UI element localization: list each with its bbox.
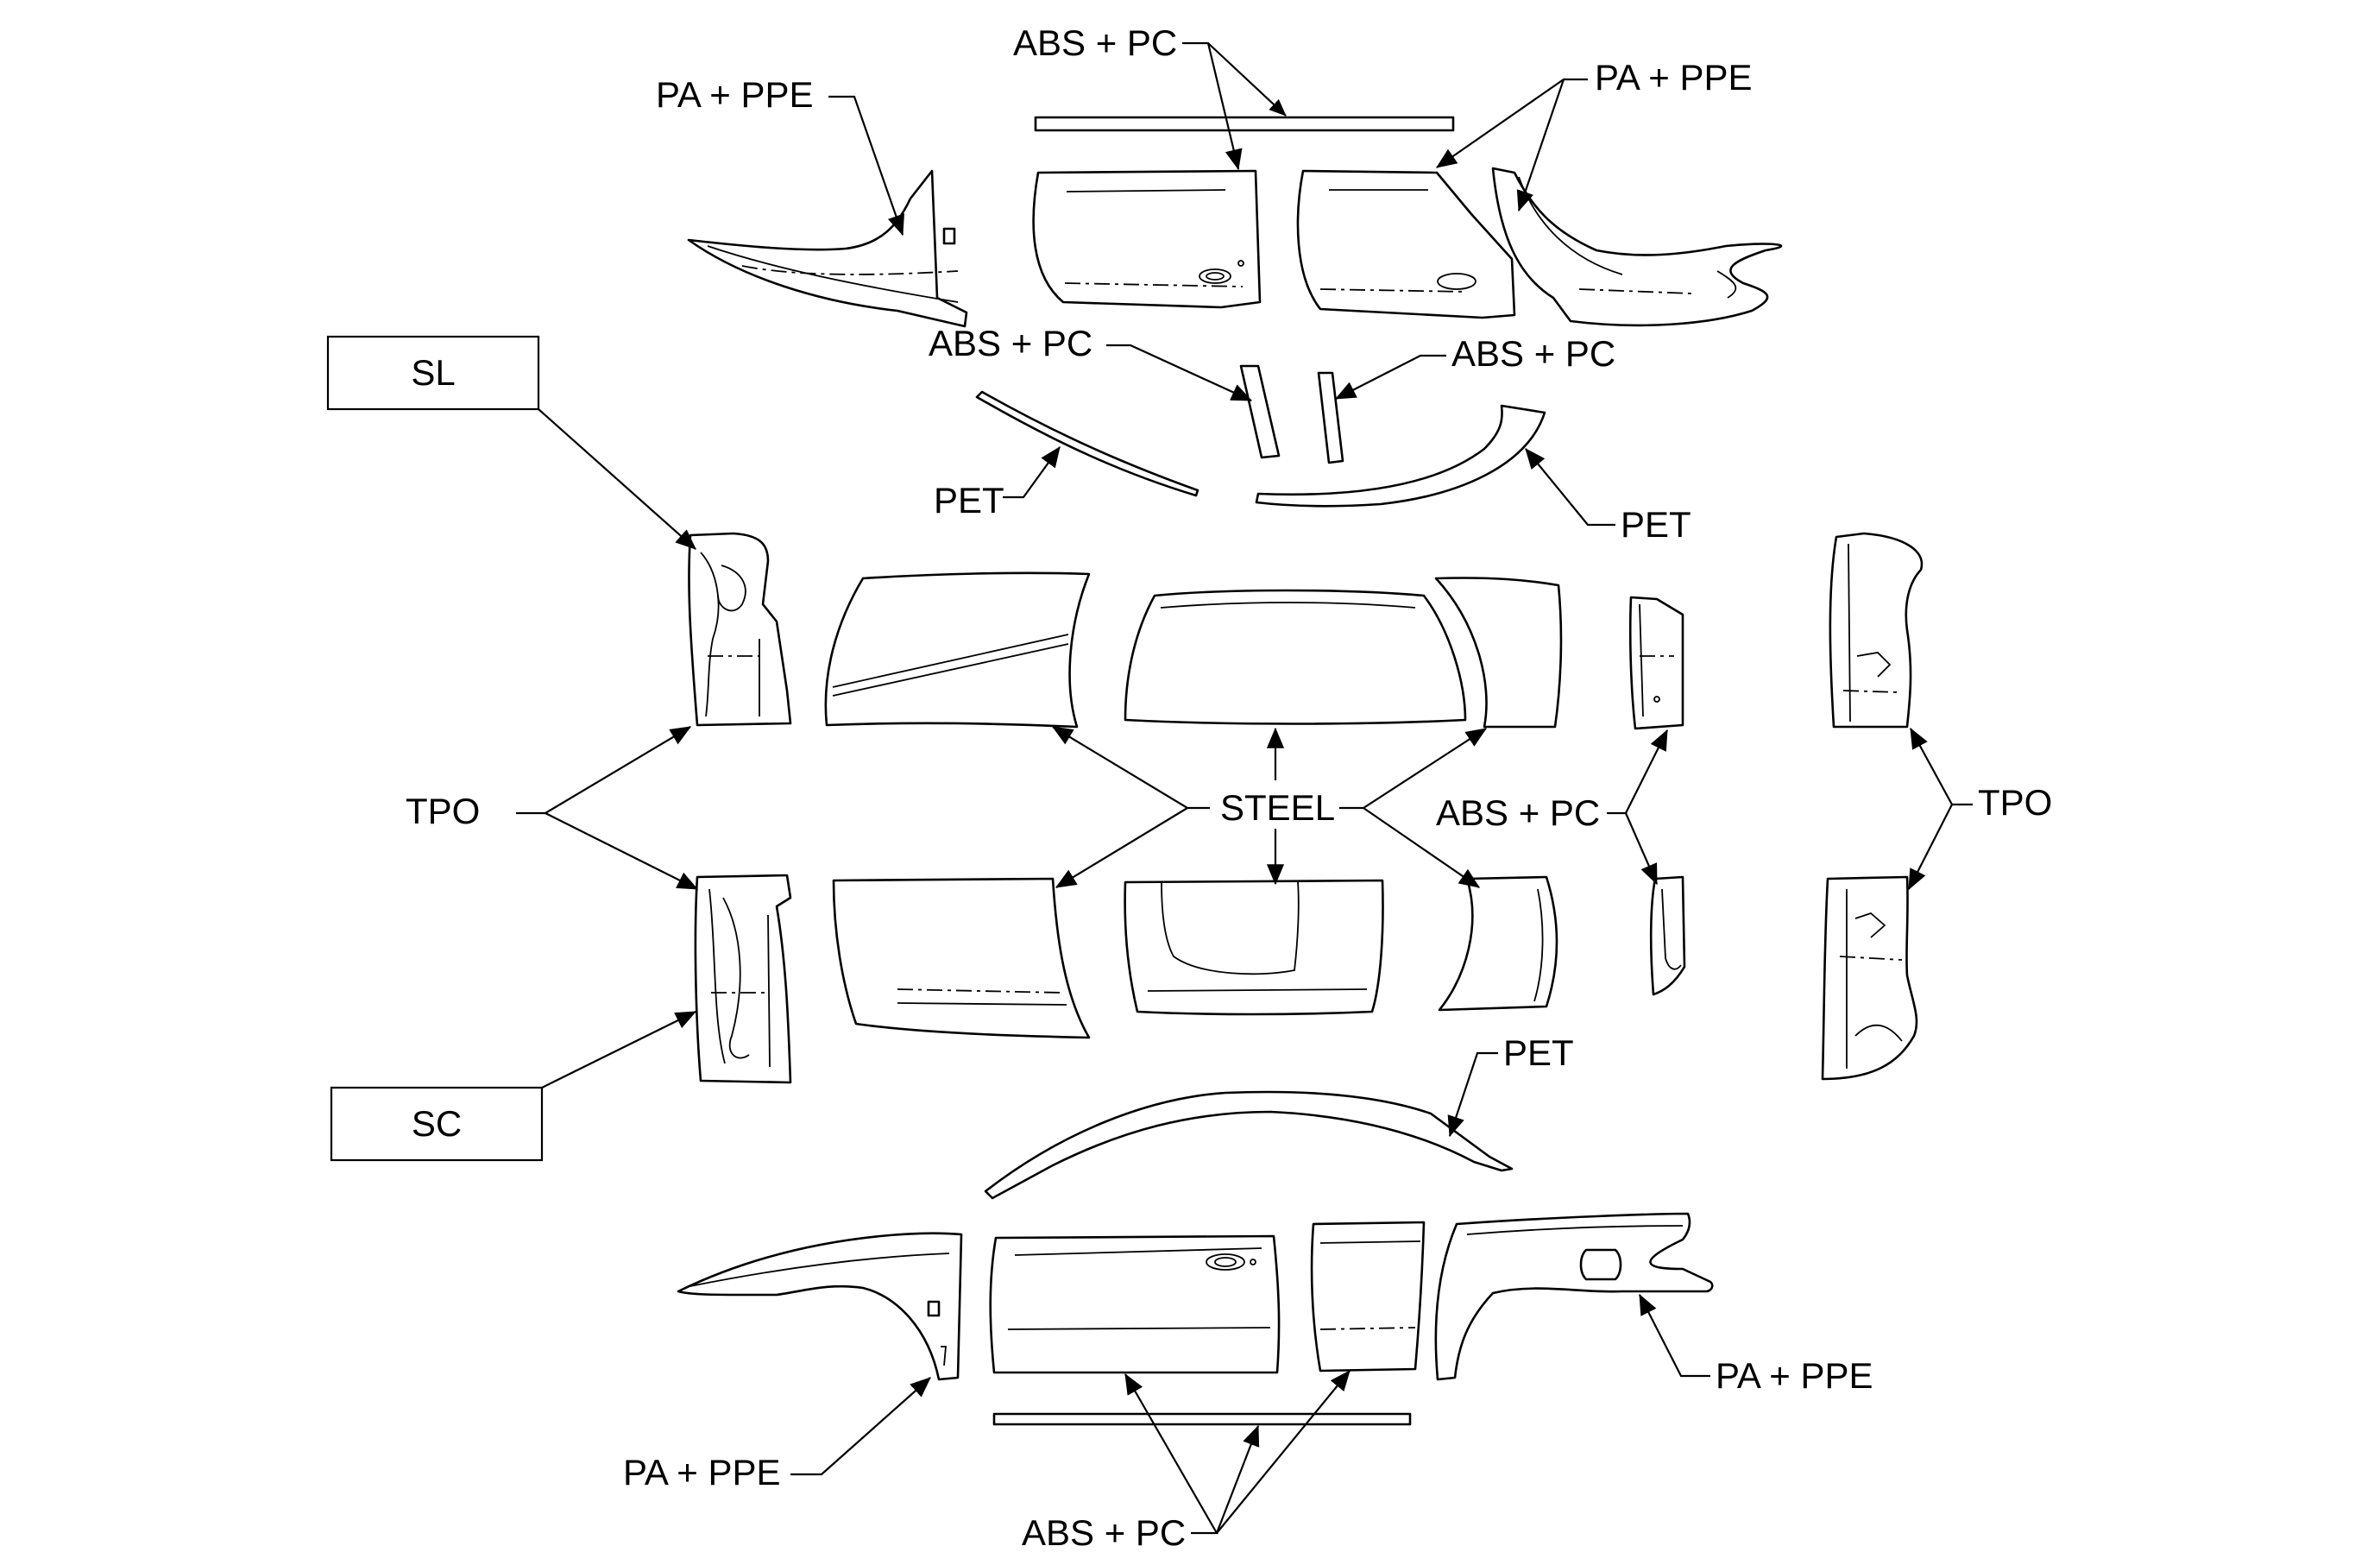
abs-pc-pillar-right-label: ABS + PC [1451,333,1615,374]
bottom-front-fender [677,1232,963,1381]
bottom-rear-quarter [1434,1212,1714,1381]
left-pillar-panel-lower [694,874,792,1084]
left-pillar-panel-upper [688,532,792,727]
steel-left-lower [832,877,1091,1039]
upper-left-pet-strip [975,390,1199,497]
middle-upper-panels [688,532,1924,730]
steel-trunk-lower [1124,879,1384,1016]
top-rear-quarter [1491,167,1783,327]
upper-right-pet-strip [1255,404,1546,508]
sc-label-box [330,1086,544,1162]
top-front-door [1032,169,1262,309]
abs-pc-bottom-label: ABS + PC [1022,1512,1186,1553]
top-front-fender [687,169,968,328]
middle-lower-panels [694,874,1918,1084]
tpo-right-upper [1829,532,1924,729]
pet-upper-left-label: PET [934,480,1004,521]
bottom-front-door [989,1234,1281,1374]
sl-label: SL [411,352,455,393]
abs-pc-rear-pillar-lower [1649,875,1686,996]
pet-lower-label: PET [1503,1032,1574,1073]
left-pillar-trim [1239,364,1281,459]
tpo-right-label: TPO [1978,782,2052,823]
steel-left-upper [824,571,1091,729]
bottom-rocker-strip [992,1412,1412,1426]
top-pillar-trims [1239,364,1344,464]
pa-ppe-top-left-label: PA + PPE [656,74,814,115]
steel-right-lower [1438,875,1558,1012]
top-side-panels [687,116,1783,328]
steel-right-upper [1434,577,1563,729]
abs-pc-pillar-left-label: ABS + PC [929,323,1092,363]
abs-pc-rear-pillar-upper [1628,596,1684,730]
top-rear-door [1296,169,1516,319]
top-rail-strip [1034,116,1455,132]
lower-pet-strip [984,1090,1514,1200]
sl-label-box [326,335,540,411]
pet-upper-right-label: PET [1621,504,1691,545]
pa-ppe-top-right-label: PA + PPE [1595,57,1753,98]
upper-pet-strips [975,390,1546,508]
tpo-left-label: TPO [406,791,480,831]
steel-label: STEEL [1220,787,1335,828]
pa-ppe-bottom-right-label: PA + PPE [1716,1355,1873,1396]
pa-ppe-bottom-left-label: PA + PPE [623,1452,781,1492]
bottom-side-panels [677,1212,1714,1426]
steel-roof-upper [1124,589,1467,725]
right-pillar-trim [1317,371,1344,464]
sc-label: SC [412,1103,462,1144]
abs-pc-right-middle-label: ABS + PC [1436,792,1600,833]
tpo-right-lower [1821,875,1918,1081]
bottom-rear-door [1310,1221,1426,1373]
abs-pc-top-label: ABS + PC [1013,22,1177,63]
